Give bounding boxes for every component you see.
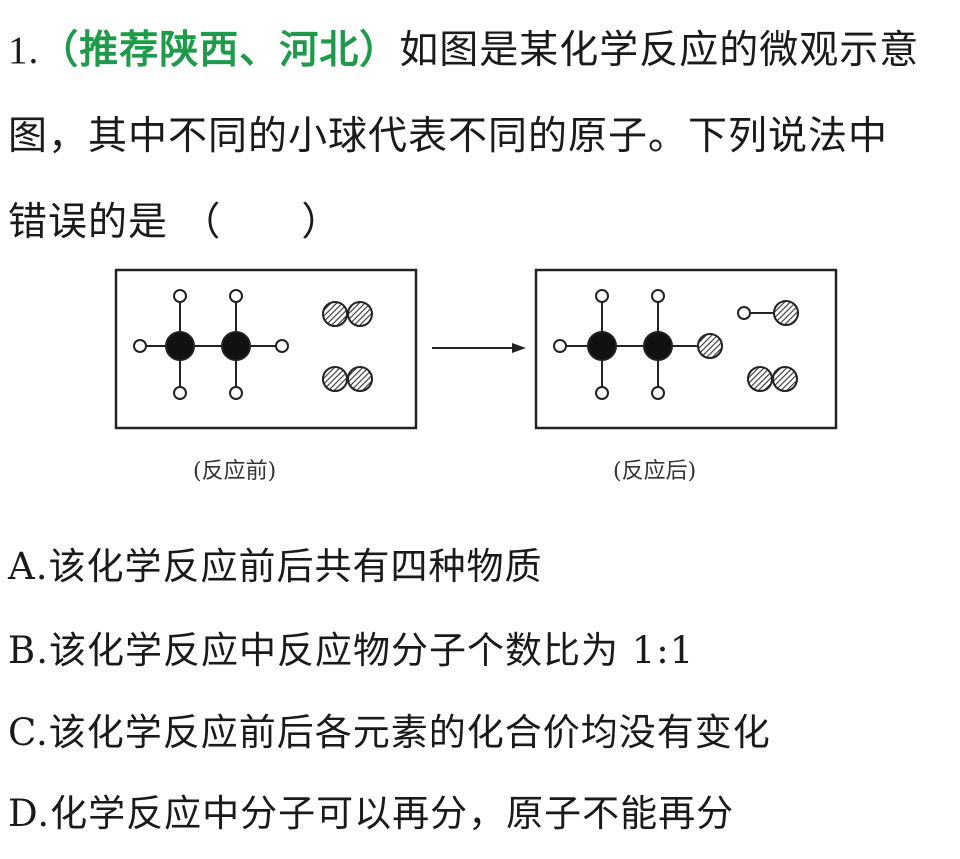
reaction-svg <box>114 268 838 430</box>
reaction-diagram: (反应前) (反应后) <box>0 260 960 510</box>
question-stem: 1.（推荐陕西、河北）如图是某化学反应的微观示意 图，其中不同的小球代表不同的原… <box>8 8 954 266</box>
after-box <box>534 268 838 430</box>
reactant-molecule-x2-bottom <box>322 366 373 392</box>
question-line-3: 错误的是 （ ） <box>8 200 342 245</box>
remaining-molecule-x2 <box>747 366 798 392</box>
question-source: （推荐陕西、河北） <box>39 28 400 73</box>
reaction-arrow <box>432 343 526 353</box>
before-box <box>114 268 418 430</box>
reactant-molecule-c2h6 <box>133 289 289 400</box>
reactant-molecule-x2-top <box>322 301 373 327</box>
question-line-2: 图，其中不同的小球代表不同的原子。下列说法中 <box>8 114 889 159</box>
option-a: A.该化学反应前后共有四种物质 <box>8 545 543 588</box>
option-c: C.该化学反应前后各元素的化合价均没有变化 <box>8 711 771 754</box>
product-molecule <box>553 289 723 400</box>
question-number: 1. <box>8 29 40 72</box>
option-d: D.化学反应中分子可以再分，原子不能再分 <box>8 792 735 835</box>
product-molecule-hx <box>737 300 799 326</box>
question-line-1: 1.（推荐陕西、河北）如图是某化学反应的微观示意 <box>8 8 954 94</box>
caption-after-reaction: (反应后) <box>613 459 697 484</box>
question-text-1: 如图是某化学反应的微观示意 <box>399 28 920 73</box>
caption-before-reaction: (反应前) <box>193 459 277 484</box>
option-b: B.该化学反应中反应物分子个数比为 1:1 <box>8 629 695 672</box>
